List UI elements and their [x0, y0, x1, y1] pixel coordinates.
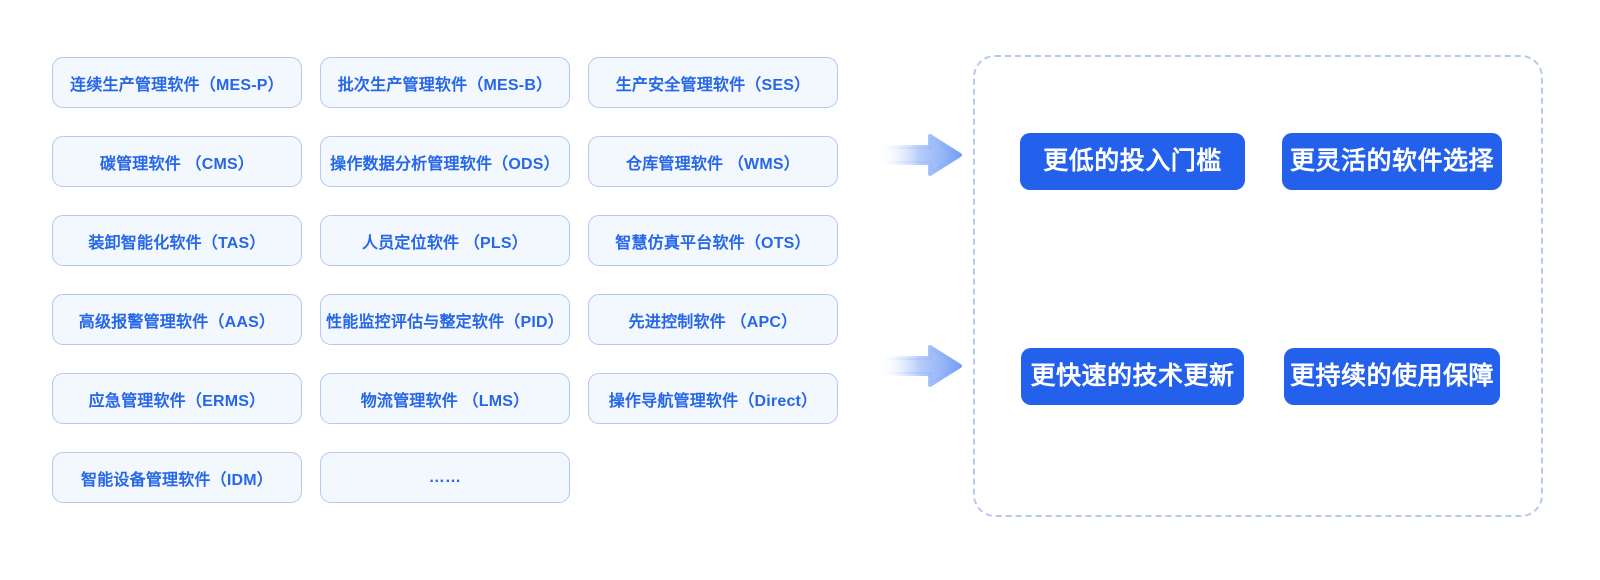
software-module-box: 仓库管理软件 （WMS）	[588, 136, 838, 187]
benefit-badge-lower-cost: 更低的投入门槛	[1020, 133, 1245, 190]
software-module-box: 碳管理软件 （CMS）	[52, 136, 302, 187]
software-module-box: ……	[320, 452, 570, 503]
software-module-box: 连续生产管理软件（MES-P）	[52, 57, 302, 108]
software-module-box: 批次生产管理软件（MES-B）	[320, 57, 570, 108]
benefit-badge-faster-updates: 更快速的技术更新	[1021, 348, 1244, 405]
software-module-box: 智慧仿真平台软件（OTS）	[588, 215, 838, 266]
software-module-box: 先进控制软件 （APC）	[588, 294, 838, 345]
software-modules-grid: 连续生产管理软件（MES-P） 批次生产管理软件（MES-B） 生产安全管理软件（S…	[52, 57, 838, 503]
software-module-box: 性能监控评估与整定软件（PID）	[320, 294, 570, 345]
benefit-badge-flexible-choice: 更灵活的软件选择	[1282, 133, 1502, 190]
benefit-badge-sustained-support: 更持续的使用保障	[1284, 348, 1500, 405]
software-module-box: 操作数据分析管理软件（ODS）	[320, 136, 570, 187]
software-module-box: 装卸智能化软件（TAS）	[52, 215, 302, 266]
software-module-box: 物流管理软件 （LMS）	[320, 373, 570, 424]
software-module-box: 生产安全管理软件（SES）	[588, 57, 838, 108]
right-arrow-icon	[876, 345, 962, 387]
right-arrow-icon	[876, 134, 962, 176]
benefits-panel: 更低的投入门槛 更灵活的软件选择 更快速的技术更新 更持续的使用保障	[973, 55, 1543, 517]
software-module-box: 高级报警管理软件（AAS）	[52, 294, 302, 345]
software-module-box: 应急管理软件（ERMS）	[52, 373, 302, 424]
software-module-box: 人员定位软件 （PLS）	[320, 215, 570, 266]
software-module-box: 智能设备管理软件（IDM）	[52, 452, 302, 503]
software-module-box: 操作导航管理软件（Direct）	[588, 373, 838, 424]
